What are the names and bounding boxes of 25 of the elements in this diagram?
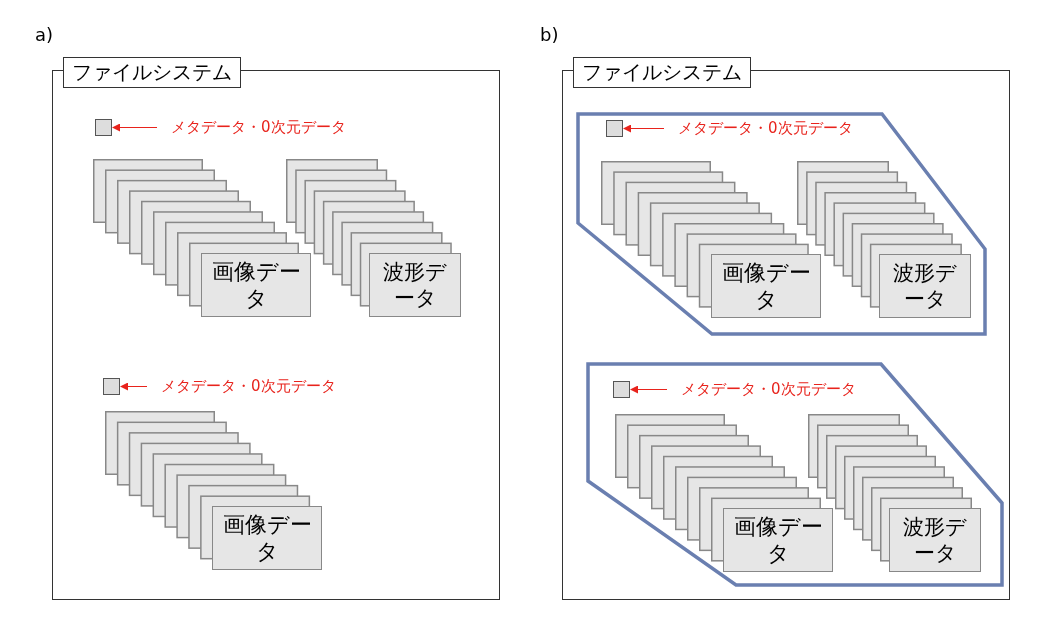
arrow <box>623 124 665 133</box>
panel-label: b) <box>540 24 559 45</box>
arrow <box>120 382 148 391</box>
metadata-square <box>606 120 623 137</box>
data-card: 画像データ <box>711 254 821 318</box>
callout-text: メタデータ・0次元データ <box>681 380 856 399</box>
metadata-square <box>613 381 630 398</box>
data-card: 画像データ <box>201 253 311 317</box>
metadata-square <box>103 378 120 395</box>
frame-title: ファイルシステム <box>63 57 241 88</box>
data-card: 波形データ <box>369 253 461 317</box>
arrow <box>112 123 158 132</box>
callout-text: メタデータ・0次元データ <box>171 118 346 137</box>
metadata-square <box>95 119 112 136</box>
data-card: 画像データ <box>723 508 833 572</box>
data-card: 波形データ <box>889 508 981 572</box>
group-outline <box>576 112 987 336</box>
group-outline <box>586 362 1004 587</box>
callout-text: メタデータ・0次元データ <box>678 119 853 138</box>
frame-title: ファイルシステム <box>573 57 751 88</box>
data-card: 波形データ <box>879 254 971 318</box>
arrow <box>630 385 668 394</box>
data-card: 画像データ <box>212 506 322 570</box>
panel-label: a) <box>35 24 54 45</box>
callout-text: メタデータ・0次元データ <box>161 377 336 396</box>
